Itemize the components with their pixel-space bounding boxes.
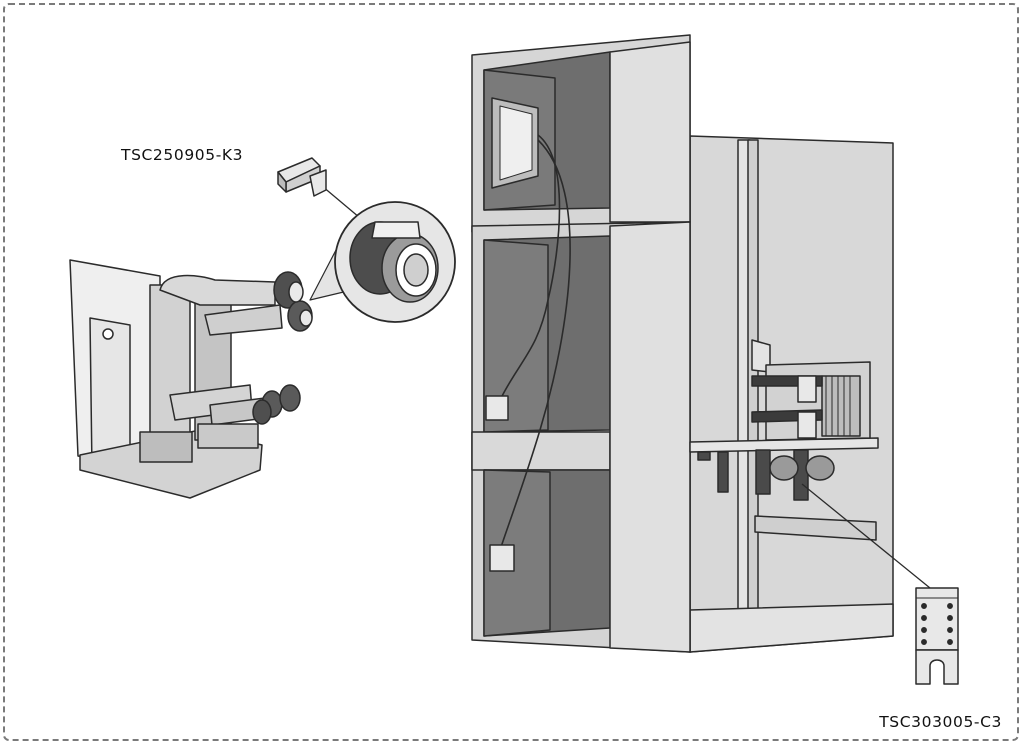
- mount-hole: [102, 328, 114, 340]
- bracket-stub: [717, 451, 729, 493]
- contact-head: [252, 399, 272, 425]
- upper-arm: [204, 304, 283, 336]
- control-display-screen: [499, 105, 533, 181]
- lower-bracket: [754, 515, 877, 541]
- lower-compartment-shade: [483, 469, 551, 637]
- busbar-bolt-block: [797, 411, 817, 439]
- cabinet-floor: [689, 603, 894, 653]
- junction-box: [489, 544, 515, 572]
- cabinet-post: [747, 139, 759, 646]
- pole-column: [149, 284, 191, 446]
- circuit-breaker: [69, 259, 313, 499]
- base-block: [197, 423, 259, 449]
- contact-head: [279, 384, 301, 412]
- spout-insulator: [805, 455, 835, 481]
- contact-finger-part: [915, 587, 959, 685]
- contact-face: [299, 309, 313, 327]
- spout-contact: [755, 449, 771, 495]
- contact-face: [288, 281, 304, 303]
- junction-box: [485, 395, 509, 421]
- sensor-part-icon: [277, 157, 327, 197]
- busbar-bolt-block: [797, 375, 817, 403]
- sensor-part-label: TSC250905-K3: [121, 146, 244, 164]
- cabinet-cross-bar: [471, 431, 611, 471]
- dashed-frame: [3, 3, 1019, 741]
- signal-cable: [499, 134, 561, 401]
- signal-cable: [499, 139, 571, 551]
- magnifier-callout: [309, 201, 456, 323]
- cabinet-front-pillar: [609, 221, 691, 653]
- mid-compartment-shade: [483, 239, 549, 433]
- contact-part-label: TSC303005-C3: [879, 713, 1002, 731]
- leader-line-contact: [801, 483, 931, 589]
- spout-insulator: [769, 455, 799, 481]
- lv-compartment-side: [609, 41, 691, 223]
- base-block: [139, 431, 193, 463]
- bracket-stub: [697, 451, 711, 461]
- switchgear-cabinet: [471, 34, 894, 653]
- busbar-fin: [821, 375, 861, 437]
